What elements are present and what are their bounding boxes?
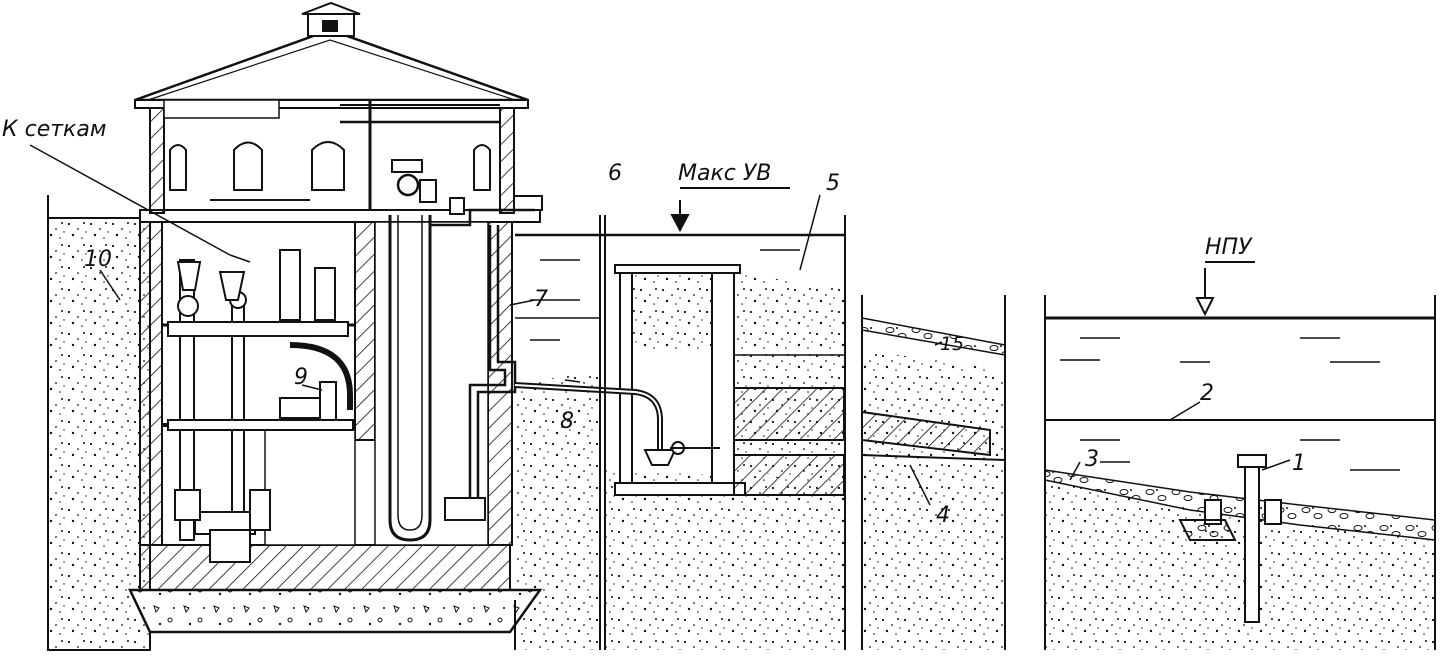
soil-left xyxy=(47,217,151,651)
label-15: 15 xyxy=(940,333,964,355)
screen-loop xyxy=(388,159,437,542)
soil-between-shaft-and-section xyxy=(515,370,600,650)
soil-river xyxy=(1044,469,1436,650)
pipe-to-outside-7 xyxy=(430,197,535,521)
label-10: 10 xyxy=(84,247,112,272)
soil-section-4 xyxy=(862,350,1005,650)
label-2: 2 xyxy=(1200,381,1214,406)
normal-level-marker xyxy=(1195,261,1255,317)
label-4: 4 xyxy=(936,503,950,528)
label-6: 6 xyxy=(608,161,622,186)
water-area-section-6 xyxy=(515,233,845,341)
label-to-screens: К сеткам xyxy=(2,117,106,142)
label-8: 8 xyxy=(560,409,574,434)
intake-head-1 xyxy=(1178,454,1282,623)
section-6-chamber xyxy=(614,264,845,496)
pump-house-building xyxy=(134,1,543,214)
label-max-water-level: Макс УВ xyxy=(678,161,771,186)
label-5: 5 xyxy=(826,171,840,196)
label-7: 7 xyxy=(534,287,548,312)
pump-unit-9 xyxy=(279,342,353,421)
water-area-river xyxy=(1045,316,1435,471)
valves-upper-floor xyxy=(176,249,336,321)
pump-unit-lower xyxy=(174,489,271,563)
siphon-pipe-8 xyxy=(514,382,720,466)
label-3: 3 xyxy=(1085,447,1099,472)
max-level-marker xyxy=(670,187,790,233)
section-break-lines xyxy=(47,195,1436,650)
label-normal-level: НПУ xyxy=(1205,235,1253,260)
suction-pipe-vertical xyxy=(167,259,354,541)
label-1: 1 xyxy=(1292,451,1306,476)
leader-lines xyxy=(29,144,1291,506)
label-9: 9 xyxy=(294,365,308,390)
